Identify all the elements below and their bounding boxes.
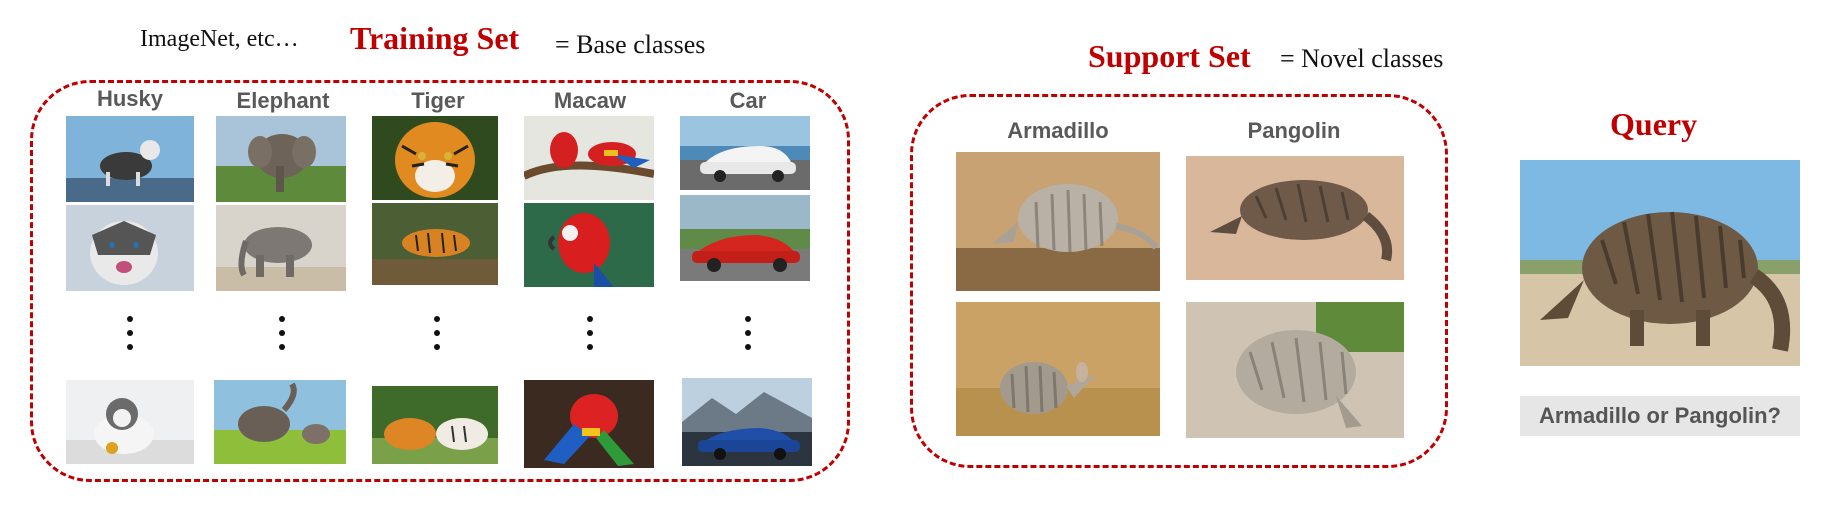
husky-ellipsis: [125, 316, 135, 358]
husky-image-3: [66, 380, 194, 464]
tiger-image-2: [372, 203, 498, 285]
query-title: Query: [1610, 106, 1698, 142]
armadillo-image-1: [956, 152, 1160, 291]
car-ellipsis: [743, 316, 753, 358]
tiger-image-3: [372, 386, 498, 464]
training-set-title: Training Set: [350, 20, 520, 56]
class-label-car: Car: [729, 88, 767, 113]
class-label-pangolin: Pangolin: [1247, 118, 1341, 143]
pangolin-image-1: [1186, 156, 1404, 280]
training-set-box: [30, 80, 850, 482]
husky-image-1: [66, 116, 194, 202]
support-set-equation: = Novel classes: [1280, 44, 1444, 73]
car-image-3: [682, 378, 812, 466]
tiger-image-1: [372, 116, 498, 200]
class-label-elephant: Elephant: [236, 88, 330, 113]
support-set-box: [910, 94, 1448, 468]
pangolin-image-2: [1186, 302, 1404, 438]
elephant-image-3: [214, 380, 346, 464]
query-question: Armadillo or Pangolin?: [1520, 396, 1800, 436]
query-image: [1520, 160, 1800, 366]
elephant-ellipsis: [277, 316, 287, 358]
training-set-equation: = Base classes: [555, 30, 706, 59]
macaw-image-3: [524, 380, 654, 468]
armadillo-image-2: [956, 302, 1160, 436]
car-image-2: [680, 195, 810, 281]
class-label-husky: Husky: [96, 86, 164, 111]
macaw-image-1: [524, 116, 654, 200]
car-image-1: [680, 116, 810, 190]
class-label-macaw: Macaw: [553, 88, 627, 113]
support-set-title: Support Set: [1088, 38, 1251, 74]
macaw-ellipsis: [585, 316, 595, 358]
training-source-text: ImageNet, etc…: [140, 26, 299, 52]
elephant-image-1: [216, 116, 346, 202]
elephant-image-2: [216, 205, 346, 291]
husky-image-2: [66, 205, 194, 291]
macaw-image-2: [524, 203, 654, 287]
tiger-ellipsis: [432, 316, 442, 358]
class-label-armadillo: Armadillo: [1007, 118, 1109, 143]
class-label-tiger: Tiger: [411, 88, 465, 113]
